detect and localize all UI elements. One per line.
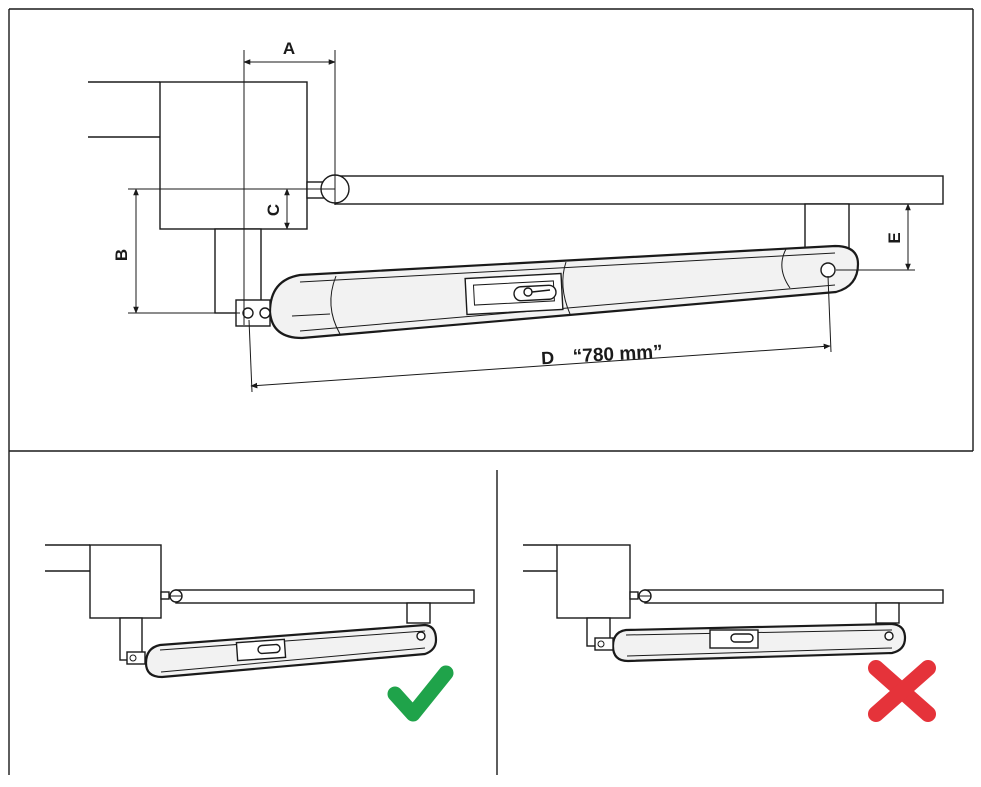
dimension-a: A (243, 39, 336, 325)
dimension-a-label: A (283, 39, 295, 58)
dimension-b-label: B (112, 249, 131, 261)
release-lock (513, 284, 557, 302)
wrong-example (523, 544, 944, 722)
motor-arm (235, 244, 860, 340)
cross-icon (868, 660, 936, 722)
dimension-d-label: D (541, 348, 555, 369)
check-icon (387, 665, 454, 722)
dimension-b: B (112, 188, 335, 314)
correct-example (45, 544, 475, 722)
dimension-c-label: C (264, 204, 283, 216)
dimension-c: C (264, 188, 290, 230)
gate-leaf (334, 175, 944, 205)
pillar (159, 81, 308, 230)
gate-bracket (804, 203, 850, 251)
main-diagram: A B C E D “780 mm” (88, 39, 944, 393)
dimension-d-value: “780 mm” (572, 342, 663, 368)
dimension-e: E (836, 203, 915, 271)
dimension-e-label: E (885, 232, 904, 243)
dimension-d: D “780 mm” (248, 275, 832, 393)
frame (8, 8, 974, 775)
